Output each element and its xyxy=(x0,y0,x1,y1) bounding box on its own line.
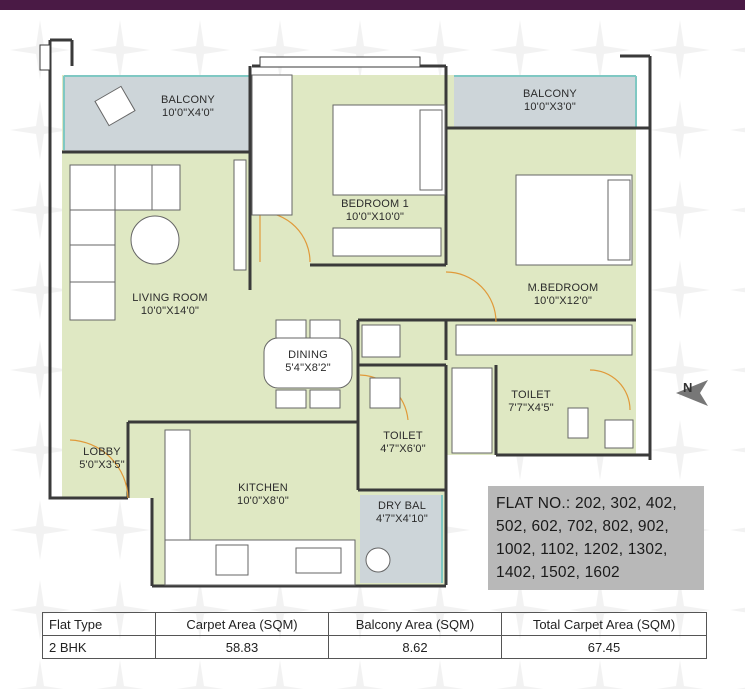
living-room-label: LIVING ROOM 10'0"X14'0" xyxy=(125,292,215,318)
room-size: 5'4"X8'2" xyxy=(285,362,331,374)
glass-railings xyxy=(63,75,637,583)
room-size: 10'0"X10'0" xyxy=(345,211,405,223)
table-cell: 67.45 xyxy=(501,635,707,659)
toilet-2-label: TOILET 4'7"X6'0" xyxy=(368,430,438,456)
table-row: 2 BHK 58.83 8.62 67.45 xyxy=(42,635,707,659)
balcony-2-label: BALCONY 10'0"X3'0" xyxy=(510,88,590,114)
table-header: Flat Type xyxy=(42,612,156,636)
area-table: Flat Type Carpet Area (SQM) Balcony Area… xyxy=(42,612,707,659)
room-size: 4'7"X4'10" xyxy=(376,513,428,525)
table-cell: 58.83 xyxy=(155,635,329,659)
lobby-label: LOBBY 5'0"X3'5" xyxy=(62,446,142,472)
north-label: N xyxy=(683,380,693,395)
room-name: DRY BAL xyxy=(377,500,427,512)
room-size: 10'0"X8'0" xyxy=(237,495,289,507)
header-bar xyxy=(0,0,745,10)
windows xyxy=(39,44,421,71)
balcony-1-floor xyxy=(64,76,250,152)
room-size: 4'7"X6'0" xyxy=(380,443,426,455)
bedroom-1-label: BEDROOM 1 10'0"X10'0" xyxy=(330,198,420,224)
floor-area xyxy=(62,75,636,585)
room-size: 10'0"X4'0" xyxy=(162,107,214,119)
room-name: TOILET xyxy=(511,389,551,401)
table-header: Total Carpet Area (SQM) xyxy=(501,612,707,636)
toilet-1-label: TOILET 7'7"X4'5" xyxy=(496,389,566,415)
table-cell: 8.62 xyxy=(328,635,502,659)
room-size: 10'0"X3'0" xyxy=(524,101,576,113)
dining-label: DINING 5'4"X8'2" xyxy=(268,349,348,375)
furniture xyxy=(69,74,634,586)
room-name: LIVING ROOM xyxy=(132,292,208,304)
kitchen-label: KITCHEN 10'0"X8'0" xyxy=(218,482,308,508)
room-name: DINING xyxy=(288,349,328,361)
floor-plan xyxy=(39,38,708,588)
balcony-1-label: BALCONY 10'0"X4'0" xyxy=(148,94,228,120)
room-size: 10'0"X14'0" xyxy=(140,305,200,317)
room-size: 10'0"X12'0" xyxy=(533,295,593,307)
dry-balcony-label: DRY BAL 4'7"X4'10" xyxy=(360,500,444,526)
room-name: LOBBY xyxy=(83,446,121,458)
room-name: BALCONY xyxy=(161,94,215,106)
north-arrow-icon xyxy=(676,380,708,406)
room-name: KITCHEN xyxy=(238,482,288,494)
room-name: BALCONY xyxy=(523,88,577,100)
room-size: 5'0"X3'5" xyxy=(79,459,125,471)
table-header-row: Flat Type Carpet Area (SQM) Balcony Area… xyxy=(42,612,707,636)
table-header: Balcony Area (SQM) xyxy=(328,612,502,636)
room-name: M.BEDROOM xyxy=(527,282,599,294)
m-bedroom-label: M.BEDROOM 10'0"X12'0" xyxy=(518,282,608,308)
table-header: Carpet Area (SQM) xyxy=(155,612,329,636)
balcony-2-floor xyxy=(454,76,636,128)
flat-numbers-box: FLAT NO.: 202, 302, 402, 502, 602, 702, … xyxy=(488,486,704,590)
table-cell: 2 BHK xyxy=(42,635,156,659)
room-name: BEDROOM 1 xyxy=(341,198,409,210)
room-name: TOILET xyxy=(383,430,423,442)
room-size: 7'7"X4'5" xyxy=(508,402,554,414)
